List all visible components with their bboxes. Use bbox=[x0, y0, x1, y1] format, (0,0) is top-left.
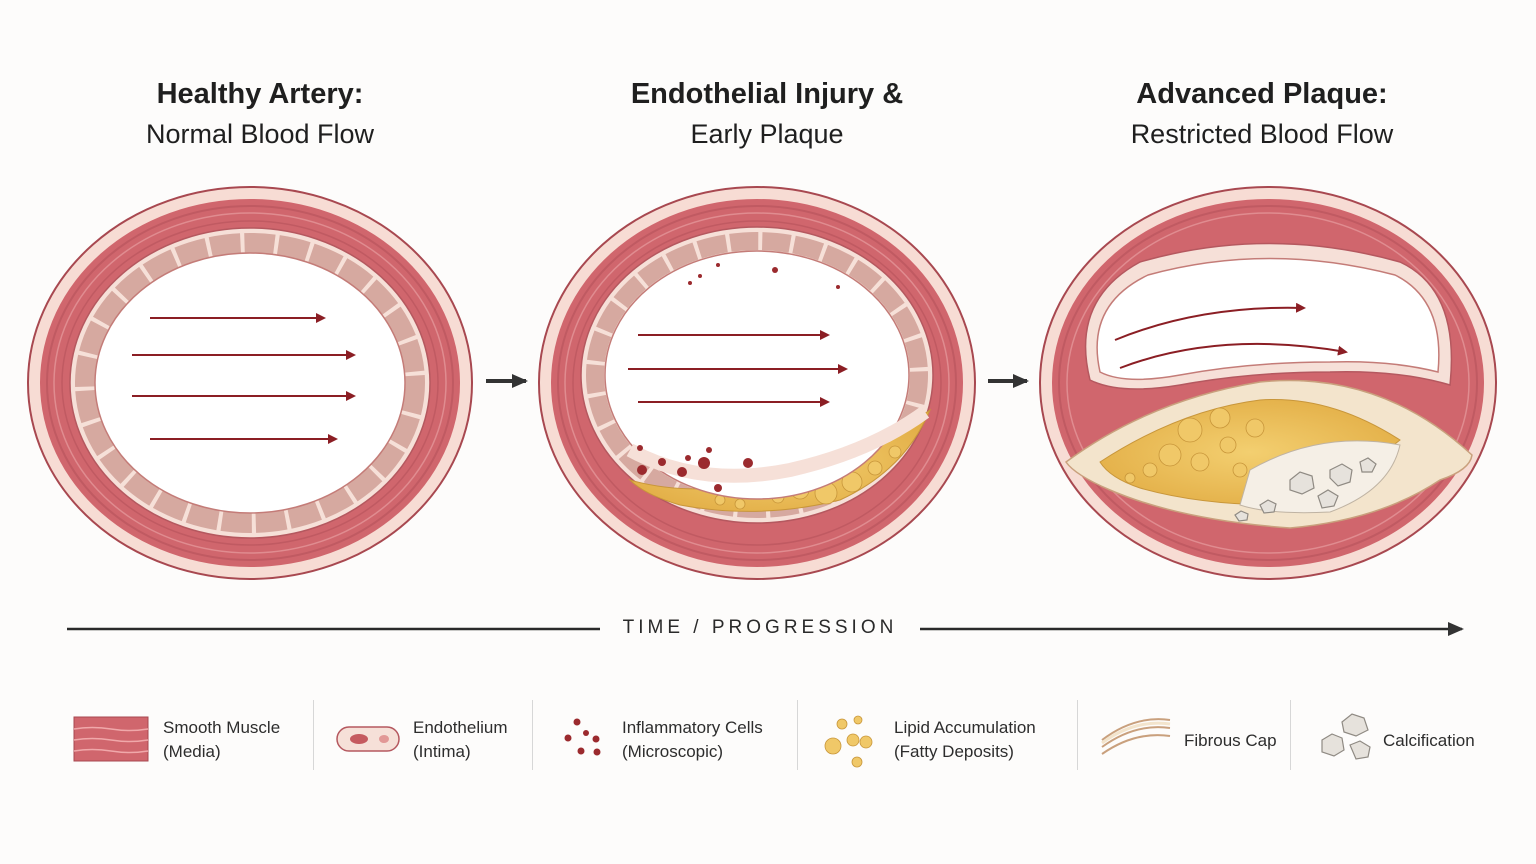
calcification-icon bbox=[1321, 713, 1371, 760]
lumen bbox=[94, 252, 406, 514]
advanced-plaque-artery bbox=[1039, 186, 1497, 580]
early-plaque-artery bbox=[538, 186, 976, 580]
stage-title-advanced-plaque: Advanced Plaque: Restricted Blood Flow bbox=[1052, 74, 1472, 154]
legend-sublabel: (Fatty Deposits) bbox=[894, 742, 1014, 761]
stage-title-line1: Endothelial Injury & bbox=[630, 78, 904, 110]
legend-calcification: Calcification bbox=[1383, 729, 1475, 753]
legend-smooth-muscle: Smooth Muscle (Media) bbox=[163, 716, 280, 764]
legend-label: Smooth Muscle bbox=[163, 718, 281, 737]
blood-flow-arrow bbox=[1114, 302, 1306, 341]
legend-label: Lipid Accumulation bbox=[894, 718, 1036, 737]
smooth-muscle-swatch-icon bbox=[73, 716, 149, 762]
stage-title-early-plaque: Endothelial Injury & Early Plaque bbox=[557, 74, 977, 154]
legend-endothelium: Endothelium (Intima) bbox=[413, 716, 508, 764]
legend-divider bbox=[1077, 700, 1078, 770]
legend-divider bbox=[532, 700, 533, 770]
lumen bbox=[604, 250, 910, 500]
endothelial-cell-icon bbox=[336, 726, 400, 752]
legend-divider bbox=[797, 700, 798, 770]
inflammatory-dots-icon bbox=[564, 718, 601, 756]
timeline-label: TIME / PROGRESSION bbox=[600, 617, 920, 639]
stage-title-line1: Healthy Artery: bbox=[156, 78, 364, 110]
legend-sublabel: (Intima) bbox=[413, 742, 471, 761]
stage-title-healthy: Healthy Artery: Normal Blood Flow bbox=[50, 74, 470, 154]
legend-divider bbox=[1290, 700, 1291, 770]
stage-title-line2: Restricted Blood Flow bbox=[1130, 119, 1394, 149]
legend-lipid-accumulation: Lipid Accumulation (Fatty Deposits) bbox=[894, 716, 1036, 764]
legend-label: Inflammatory Cells bbox=[622, 718, 763, 737]
fibrous-cap-icon bbox=[1101, 718, 1171, 755]
stage-title-line1: Advanced Plaque: bbox=[1136, 78, 1388, 110]
stage-title-line2: Normal Blood Flow bbox=[145, 119, 375, 149]
legend-label: Endothelium bbox=[413, 718, 508, 737]
healthy-artery bbox=[27, 186, 473, 580]
lipid-droplets-icon bbox=[824, 715, 873, 768]
legend-divider bbox=[313, 700, 314, 770]
legend-label: Calcification bbox=[1383, 731, 1475, 750]
calcification-zone bbox=[1239, 440, 1401, 514]
legend-fibrous-cap: Fibrous Cap bbox=[1184, 729, 1277, 753]
legend-label: Fibrous Cap bbox=[1184, 731, 1277, 750]
legend-inflammatory-cells: Inflammatory Cells (Microscopic) bbox=[622, 716, 763, 764]
stage-title-line2: Early Plaque bbox=[690, 119, 844, 149]
blood-flow-arrow bbox=[1119, 342, 1348, 369]
legend-sublabel: (Media) bbox=[163, 742, 221, 761]
lumen bbox=[1096, 257, 1440, 381]
legend-sublabel: (Microscopic) bbox=[622, 742, 724, 761]
